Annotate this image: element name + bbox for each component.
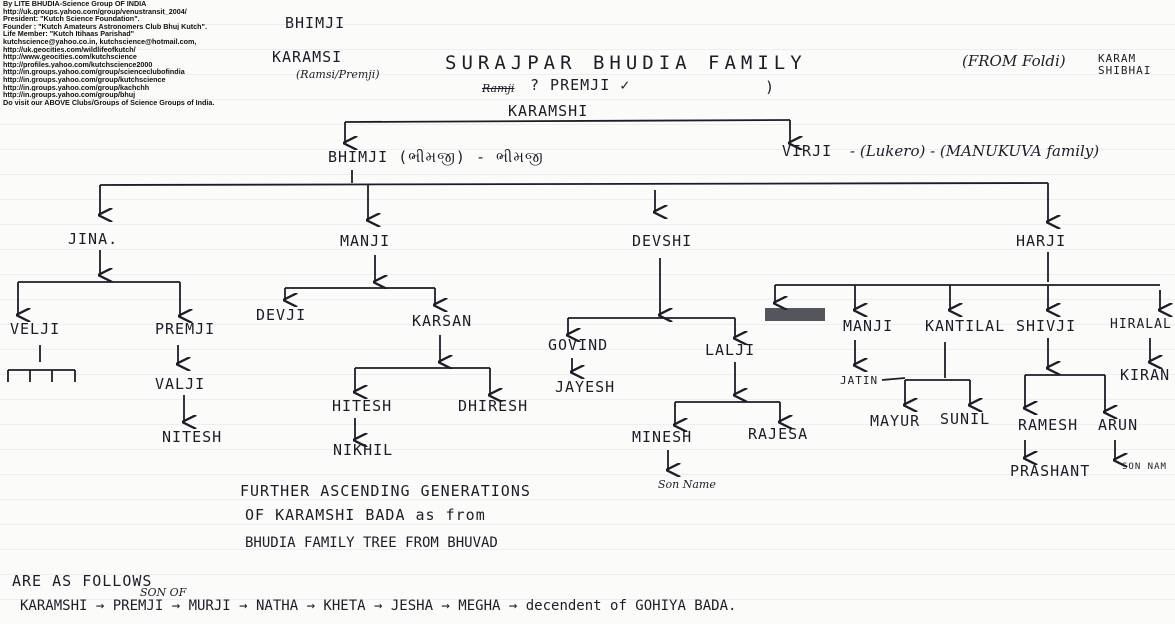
node-jatin: JATIN: [840, 374, 879, 387]
title-karam: KARAM: [1098, 52, 1137, 65]
header-line: http://in.groups.yahoo.com/group/kachchh: [3, 83, 150, 92]
header-line: By LITE BHUDIA-Science Group OF INDIA: [3, 0, 147, 8]
header-line: http://in.groups.yahoo.com/group/science…: [3, 68, 185, 76]
node-dhiresh: DHIRESH: [458, 397, 529, 415]
node-harji: HARJI: [1016, 232, 1067, 250]
node-sunil: SUNIL: [940, 410, 991, 428]
footer-are-as-follows: ARE AS FOLLOWS: [12, 572, 153, 590]
node-harji-manji: MANJI: [843, 317, 894, 335]
header-line: http://in.groups.yahoo.com/group/bhuj: [3, 91, 136, 99]
title-premji: ? PREMJI ✓: [530, 76, 631, 94]
family-title-from: (FROM Foldi): [962, 52, 1066, 70]
node-devshi: DEVSHI: [632, 232, 693, 250]
header-line: President: "Kutch Science Foundation".: [3, 15, 140, 23]
footer-line-2: OF KARAMSHI BADA as from: [245, 506, 486, 524]
node-prashant: PRASHANT: [1010, 462, 1091, 480]
node-valji: VALJI: [155, 375, 206, 393]
title-karamsi-note: (Ramsi/Premji): [296, 68, 380, 81]
header-line: Life Member: "Kutch Itihaas Parishad": [3, 30, 135, 38]
node-nitesh: NITESH: [162, 428, 223, 446]
header-info-block: By LITE BHUDIA-Science Group OF INDIA ht…: [3, 0, 293, 106]
node-bhimji: BHIMJI (ભીમજી) - ભીમજી: [328, 148, 544, 166]
node-premji: PREMJI: [155, 320, 216, 338]
footer-lineage: KARAMSHI → PREMJI → MURJI → NATHA → KHET…: [20, 598, 737, 614]
node-karsan: KARSAN: [412, 312, 473, 330]
node-minesh-son: Son Name: [658, 478, 716, 491]
title-shibhai: SHIBHAI: [1098, 64, 1152, 77]
title-paren: ): [765, 78, 776, 96]
header-line: http://uk.groups.yahoo.com/group/venustr…: [3, 7, 187, 16]
node-virji: VIRJI: [782, 142, 833, 160]
node-shivji: SHIVJI: [1016, 317, 1077, 335]
header-line: kutchscience@yahoo.co.in, kutchscience@h…: [3, 37, 197, 46]
header-line: http://in.groups.yahoo.com/group/kutchsc…: [3, 75, 166, 84]
node-devji: DEVJI: [256, 306, 307, 324]
footer-line-3: BHUDIA FAMILY TREE FROM BHUVAD: [245, 535, 498, 551]
header-line: http://uk.geocities.com/wildlifeofkutch/: [3, 45, 136, 54]
node-mayur: MAYUR: [870, 412, 921, 430]
node-minesh: MINESH: [632, 428, 693, 446]
footer-line-1: FURTHER ASCENDING GENERATIONS: [240, 482, 531, 500]
header-line: Founder : "Kutch Amateurs Astronomers Cl…: [3, 22, 207, 31]
node-virji-note: - (Lukero) - (MANUKUVA family): [850, 142, 1100, 160]
node-arun: ARUN: [1098, 416, 1139, 434]
node-rajesh: RAJESA: [748, 425, 809, 443]
node-kantilal: KANTILAL: [925, 317, 1006, 335]
node-nikhil: NIKHIL: [333, 441, 394, 459]
node-arun-son: SON NAM: [1122, 462, 1167, 472]
node-ramesh: RAMESH: [1018, 416, 1079, 434]
node-manji: MANJI: [340, 232, 391, 250]
family-title: SURAJPAR BHUDIA FAMILY: [445, 52, 807, 74]
node-govind: GOVIND: [548, 336, 609, 354]
footer-son-of: SON OF: [140, 586, 187, 599]
node-lalji: LALJI: [705, 341, 756, 359]
header-line: Do visit our ABOVE Clubs/Groups of Scien…: [3, 98, 215, 107]
node-velji: VELJI: [10, 320, 61, 338]
node-jina: JINA.: [68, 230, 119, 248]
header-line: http://www.geocities.com/kutchscience: [3, 53, 137, 61]
node-karamshi-root: KARAMSHI: [508, 102, 589, 120]
node-hitesh: HITESH: [332, 397, 393, 415]
header-line: http://profiles.yahoo.com/kutchscience20…: [3, 60, 153, 69]
title-karamsi: KARAMSI: [272, 48, 343, 66]
node-hiralal: HIRALAL: [1110, 317, 1172, 332]
node-jayesh: JAYESH: [555, 378, 616, 396]
node-kiran: KIRAN: [1120, 366, 1171, 384]
title-bhimji: BHIMJI: [285, 14, 346, 32]
scribbled-out-name: [765, 308, 825, 321]
title-ramji-struck: Ramji: [482, 82, 515, 95]
